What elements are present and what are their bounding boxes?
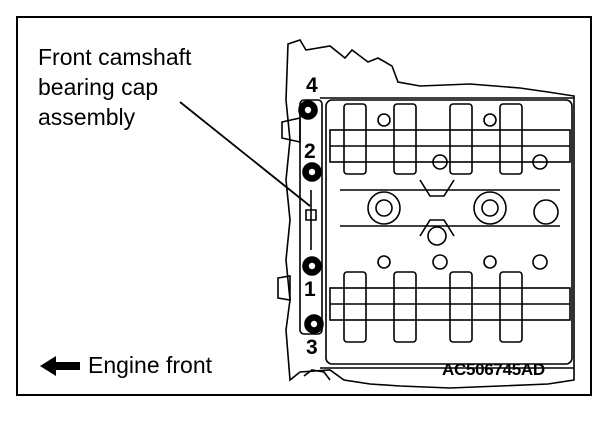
bolt-number-3: 3 [306,336,318,359]
bolt-number-1: 1 [304,278,316,301]
callout-leader-line [179,101,311,207]
engine-front-label: Engine front [88,352,213,378]
callout-label: Front camshaft bearing cap assembly [38,44,192,130]
figure-code: AC506745AD [442,360,545,379]
bolt-number-4: 4 [306,74,318,97]
bolt-number-2: 2 [304,140,316,163]
figure-frame [16,16,592,396]
arrow-left-icon [40,356,80,376]
